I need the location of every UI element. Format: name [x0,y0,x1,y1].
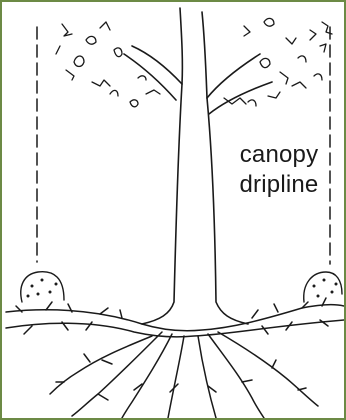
label-line-dripline: dripline [239,171,319,198]
deep-roots [49,331,319,418]
dripline-label: canopy dripline [224,140,334,200]
tree-illustration [5,7,344,418]
canopy-leaves [55,17,333,108]
tree-trunk [141,7,249,325]
tree-limbs [123,45,273,115]
mulch-mound-left [20,271,65,303]
label-line-canopy: canopy [239,141,319,168]
surface-roots [5,297,344,338]
mulch-mound-right [303,271,343,303]
